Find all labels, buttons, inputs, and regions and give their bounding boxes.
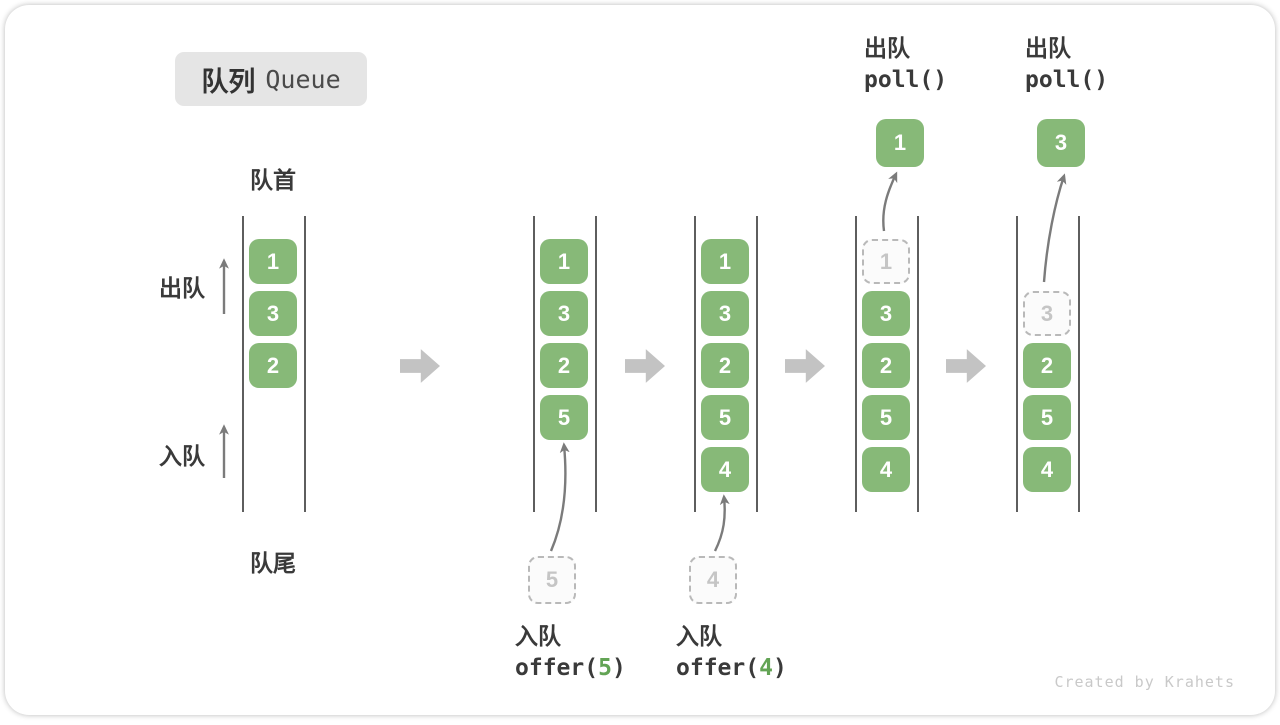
enqueue-op-label: 入队 (676, 623, 722, 649)
dequeue-op-label: 出队 (1025, 35, 1071, 61)
queue-head-label: 队首 (250, 167, 296, 193)
queue-tail-label: 队尾 (250, 550, 296, 576)
queue-element: 5 (540, 395, 588, 440)
queue-element: 2 (701, 343, 749, 388)
queue-element: 5 (862, 395, 910, 440)
enqueue-side-label: 入队 (159, 443, 205, 469)
queue-states-layer: 1 3 2 1 3 2 5 5 入队 offer(5) 1 3 2 5 4 4 入队 offer(4) 1 3 2 5 4 1… (5, 5, 1280, 725)
watermark: Created by Krahets (1054, 673, 1235, 691)
title-english: Queue (265, 64, 341, 94)
removed-element-slot: 1 (862, 239, 910, 284)
queue-element: 1 (249, 239, 297, 284)
queue-element: 3 (701, 291, 749, 336)
enqueue-caption: 入队 offer(4) (676, 621, 787, 685)
queue-wall-left (242, 216, 244, 512)
dequeue-op-label: 出队 (864, 35, 910, 61)
dequeue-code-label: poll() (1025, 67, 1109, 93)
dequeue-caption: 出队 poll() (864, 33, 947, 97)
title-chinese: 队列 (201, 66, 256, 97)
title-badge: 队列 Queue (175, 52, 367, 106)
queue-wall-right (917, 216, 919, 512)
queue-element: 3 (862, 291, 910, 336)
queue-element: 4 (862, 447, 910, 492)
dequeue-side-label: 出队 (159, 275, 205, 301)
dequeue-caption: 出队 poll() (1025, 33, 1108, 97)
diagram-card: 队列 Queue 队首 队尾 出队 入队 1 3 2 1 3 2 5 5 入队 offer(5) 1… (5, 5, 1275, 715)
next-state-arrow-icon (400, 349, 440, 383)
next-state-arrow-icon (946, 349, 986, 383)
queue-element: 2 (1023, 343, 1071, 388)
queue-element: 4 (701, 447, 749, 492)
queue-wall-left (694, 216, 696, 512)
queue-wall-left (1016, 216, 1018, 512)
next-state-arrow-icon (785, 349, 825, 383)
dequeue-code-label: poll() (864, 67, 948, 93)
queue-element: 3 (249, 291, 297, 336)
removed-element-slot: 3 (1023, 291, 1071, 336)
dequeued-element: 1 (876, 119, 924, 167)
enqueue-op-label: 入队 (515, 623, 561, 649)
queue-element: 3 (540, 291, 588, 336)
queue-element: 4 (1023, 447, 1071, 492)
next-state-arrow-icon (625, 349, 665, 383)
queue-element: 2 (540, 343, 588, 388)
queue-wall-left (533, 216, 535, 512)
queue-wall-right (595, 216, 597, 512)
queue-wall-right (1078, 216, 1080, 512)
incoming-element: 4 (689, 556, 737, 604)
queue-wall-right (304, 216, 306, 512)
enqueue-code-label: offer(4) (676, 655, 787, 681)
queue-wall-right (756, 216, 758, 512)
queue-element: 1 (540, 239, 588, 284)
queue-element: 2 (862, 343, 910, 388)
queue-wall-left (855, 216, 857, 512)
dequeued-element: 3 (1037, 119, 1085, 167)
queue-element: 5 (1023, 395, 1071, 440)
enqueue-caption: 入队 offer(5) (515, 621, 626, 685)
enqueue-code-label: offer(5) (515, 655, 626, 681)
queue-element: 1 (701, 239, 749, 284)
queue-element: 2 (249, 343, 297, 388)
incoming-element: 5 (528, 556, 576, 604)
queue-element: 5 (701, 395, 749, 440)
